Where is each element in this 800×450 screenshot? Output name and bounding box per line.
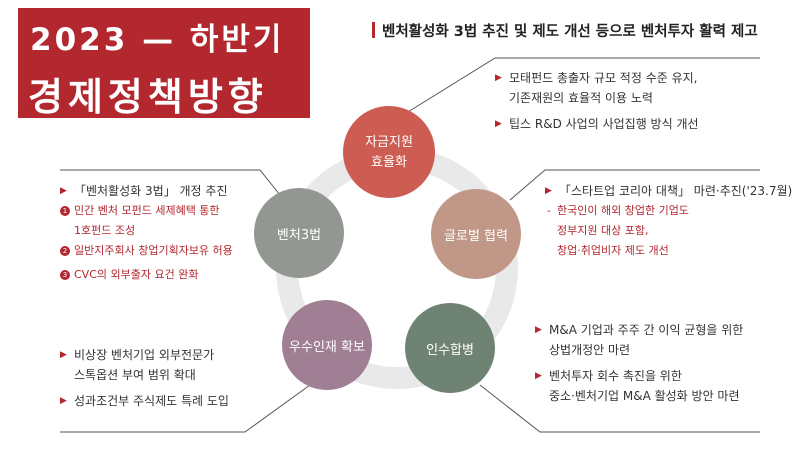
node-talent-label: 우수인재 확보	[289, 340, 365, 355]
global-dash-line3: 창업·취업비자 제도 개선	[557, 244, 669, 257]
ma-item-2: ▶ 벤처투자 회수 촉진을 위한	[535, 366, 743, 386]
law-sub-3-text: CVC의 외부출자 요건 완화	[74, 268, 199, 281]
fund-item-2: ▶ 팁스 R&D 사업의 사업집행 방식 개선	[495, 114, 699, 134]
node-ma	[405, 303, 495, 393]
dash-icon: -	[547, 204, 551, 217]
title-banner: 2023 — 하반기 경제정책방향	[18, 8, 310, 119]
node-fund-efficiency	[343, 106, 435, 198]
block-global: ▶ 「스타트업 코리아 대책」 마련·추진('23.7월) -한국인이 해외 창업…	[545, 181, 792, 261]
connector-bottom-right	[479, 384, 760, 433]
arrow-icon: ▶	[60, 350, 67, 360]
node-global	[431, 189, 521, 279]
ma-item-1-line1: M&A 기업과 주주 간 이익 균형을 위한	[549, 323, 744, 337]
headline: 벤처활성화 3법 추진 및 제도 개선 등으로 벤처투자 활력 제고	[382, 24, 758, 40]
law-sub-1-line1: 민간 벤처 모펀드 세제혜택 통한	[74, 204, 220, 217]
law-head-text: 「벤처활성화 3법」 개정 추진	[74, 184, 228, 198]
global-head: ▶ 「스타트업 코리아 대책」 마련·추진('23.7월)	[545, 181, 792, 201]
node-fund-line1: 자금지원	[365, 135, 413, 150]
connector-top-right	[394, 57, 760, 121]
ma-item-1-cont: 상법개정안 마련	[535, 340, 743, 360]
law-sub-1: 1 민간 벤처 모펀드 세제혜택 통한	[60, 201, 233, 221]
ma-item-1: ▶ M&A 기업과 주주 간 이익 균형을 위한	[535, 320, 743, 340]
connector-right	[509, 169, 760, 201]
ma-item-1-line2: 상법개정안 마련	[549, 343, 631, 357]
law-sub-1-cont: 1호펀드 조성	[60, 221, 233, 241]
global-dash-cont1: 정부지원 대상 포함,	[545, 221, 792, 241]
title-main: 경제정책방향	[28, 75, 268, 119]
number-3-icon: 3	[60, 270, 70, 280]
number-2-icon: 2	[60, 246, 70, 256]
ma-item-2-line2: 중소·벤처기업 M&A 활성화 방안 마련	[549, 389, 740, 403]
fund-item-1-cont: 기존재원의 효율적 이용 노력	[495, 88, 699, 108]
node-fund-efficiency-label: 자금지원 효율화	[343, 133, 435, 173]
arrow-icon: ▶	[60, 396, 67, 406]
global-dash-cont2: 창업·취업비자 제도 개선	[545, 241, 792, 261]
law-sub-2-text: 일반지주회사 창업기획자보유 허용	[74, 244, 233, 257]
node-ma-label: 인수합병	[426, 343, 474, 358]
fund-item-1: ▶ 모태펀드 총출자 규모 적정 수준 유지,	[495, 68, 699, 88]
global-dash-line2: 정부지원 대상 포함,	[557, 224, 649, 237]
connector-bottom-left	[60, 384, 311, 433]
arrow-icon: ▶	[495, 119, 502, 129]
block-ma: ▶ M&A 기업과 주주 간 이익 균형을 위한 상법개정안 마련 ▶ 벤처투자 회…	[535, 320, 743, 406]
fund-item-1-line1: 모태펀드 총출자 규모 적정 수준 유지,	[509, 71, 698, 85]
arrow-icon: ▶	[535, 371, 542, 381]
talent-item-1-line1: 비상장 벤처기업 외부전문가	[74, 348, 215, 362]
law-head: ▶ 「벤처활성화 3법」 개정 추진	[60, 181, 233, 201]
number-1-icon: 1	[60, 206, 70, 216]
headline-marker	[372, 22, 375, 38]
block-talent: ▶ 비상장 벤처기업 외부전문가 스톡옵션 부여 범위 확대 ▶ 성과조건부 주식제…	[60, 345, 229, 411]
node-global-label: 글로벌 협력	[444, 229, 508, 244]
global-dash: -한국인이 해외 창업한 기업도	[545, 201, 792, 221]
global-head-text: 「스타트업 코리아 대책」 마련·추진('23.7월)	[559, 184, 793, 198]
title-year: 2023 — 하반기	[30, 22, 285, 58]
arrow-icon: ▶	[545, 186, 552, 196]
block-venture-law: ▶ 「벤처활성화 3법」 개정 추진 1 민간 벤처 모펀드 세제혜택 통한 1호펀…	[60, 181, 233, 285]
talent-item-2-text: 성과조건부 주식제도 특례 도입	[74, 394, 229, 408]
node-venture-law-label: 벤처3법	[276, 228, 322, 243]
arrow-icon: ▶	[60, 186, 67, 196]
node-fund-line2: 효율화	[371, 155, 407, 170]
ma-item-2-line1: 벤처투자 회수 촉진을 위한	[549, 369, 682, 383]
ma-item-2-cont: 중소·벤처기업 M&A 활성화 방안 마련	[535, 386, 743, 406]
talent-item-2: ▶ 성과조건부 주식제도 특례 도입	[60, 391, 229, 411]
law-sub-3: 3 CVC의 외부출자 요건 완화	[60, 265, 233, 285]
fund-item-1-line2: 기존재원의 효율적 이용 노력	[509, 91, 653, 105]
fund-item-2-text: 팁스 R&D 사업의 사업집행 방식 개선	[509, 117, 699, 131]
arrow-icon: ▶	[495, 73, 502, 83]
node-talent	[282, 300, 372, 390]
law-sub-1-line2: 1호펀드 조성	[74, 224, 136, 237]
talent-item-1: ▶ 비상장 벤처기업 외부전문가	[60, 345, 229, 365]
talent-item-1-cont: 스톡옵션 부여 범위 확대	[60, 365, 229, 385]
talent-item-1-line2: 스톡옵션 부여 범위 확대	[74, 368, 196, 382]
arrow-icon: ▶	[535, 325, 542, 335]
global-dash-line1: 한국인이 해외 창업한 기업도	[557, 204, 689, 217]
law-sub-2: 2 일반지주회사 창업기획자보유 허용	[60, 241, 233, 261]
block-fund-efficiency: ▶ 모태펀드 총출자 규모 적정 수준 유지, 기존재원의 효율적 이용 노력 ▶…	[495, 68, 699, 134]
node-venture-law	[254, 188, 344, 278]
